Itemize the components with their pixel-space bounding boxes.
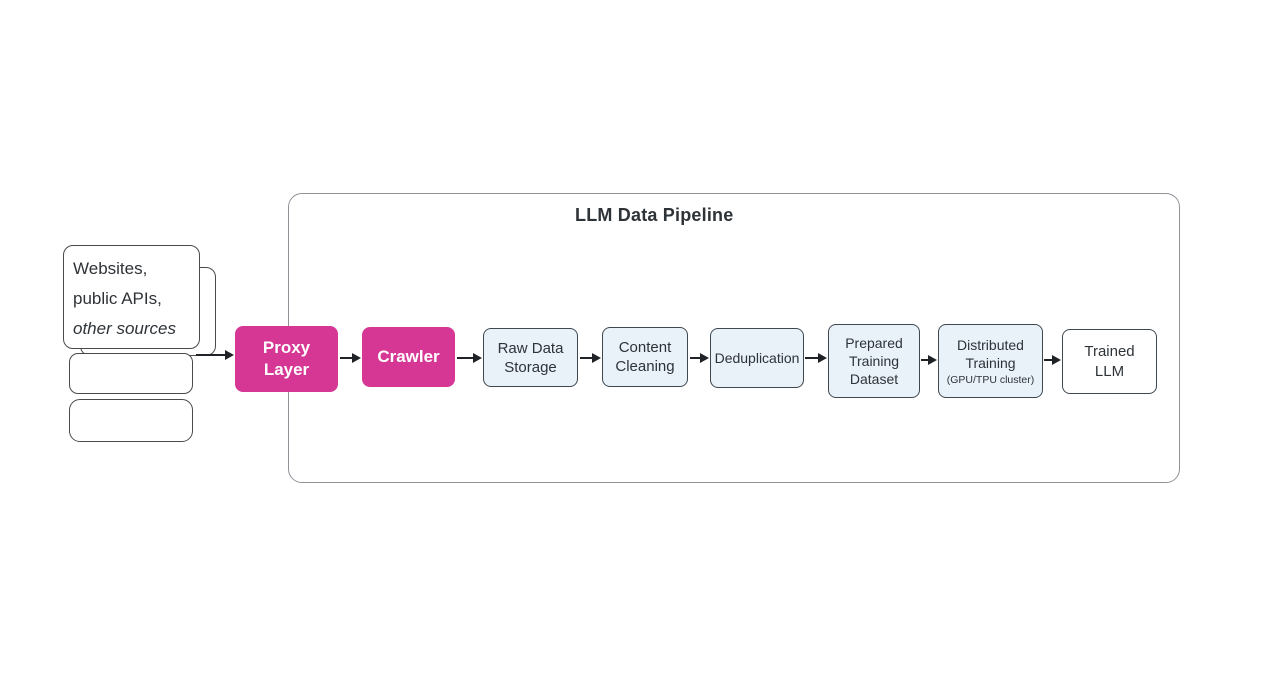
node-distributed-training-sublabel: (GPU/TPU cluster) [946,373,1035,386]
pipeline-title: LLM Data Pipeline [575,205,734,225]
sources-stack-layer-middle [69,353,193,394]
sources-node: Websites,public APIs,other sources [63,245,200,349]
arrow-deduplication-to-prepared-dataset [805,352,827,363]
arrow-content-cleaning-to-deduplication [690,352,709,363]
arrow-proxy-to-crawler [340,352,361,363]
arrow-sources-to-proxy [196,349,234,360]
arrow-raw-data-to-content-cleaning [580,352,601,363]
arrow-distributed-training-to-trained-llm [1044,354,1061,365]
arrow-prepared-dataset-to-distributed-training [921,354,937,365]
sources-stack-layer-bottom [69,399,193,442]
node-crawler: Crawler [362,327,455,387]
arrow-crawler-to-raw-data [457,352,482,363]
node-deduplication: Deduplication [710,328,804,388]
